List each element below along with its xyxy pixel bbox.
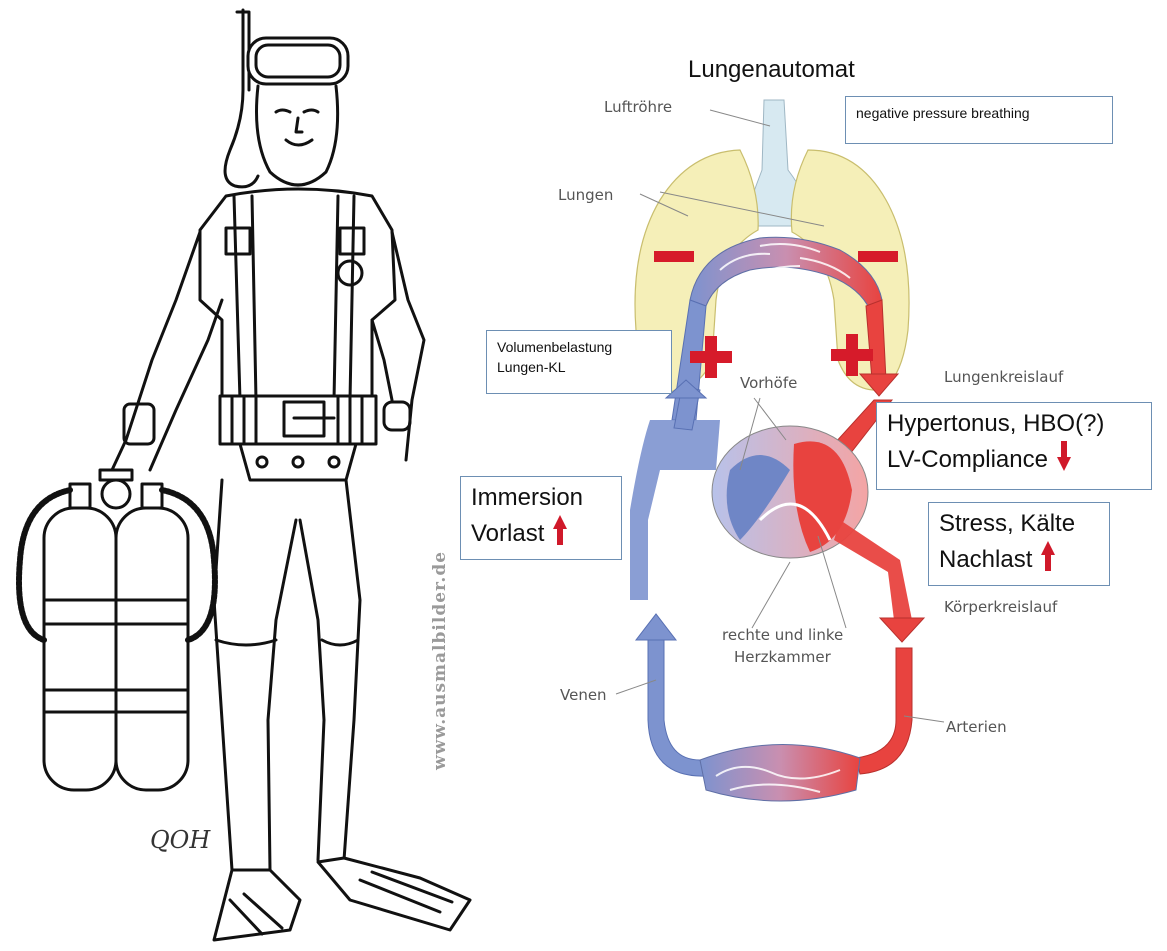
minus-sign-right <box>858 251 898 262</box>
stress-line-2: Nachlast <box>939 546 1032 573</box>
label-venen: Venen <box>560 686 607 704</box>
diagram-title: Lungenautomat <box>688 56 855 84</box>
label-herzkammer-2: Herzkammer <box>734 648 832 666</box>
diver-torso <box>200 189 395 430</box>
stress-line-1: Stress, Kälte <box>939 507 1099 541</box>
box-stress: Stress, Kälte Nachlast <box>928 502 1110 586</box>
label-luftroehre: Luftröhre <box>604 98 672 116</box>
label-koerperkreislauf: Körperkreislauf <box>944 598 1058 616</box>
down-arrow-icon <box>1057 441 1071 471</box>
watermark: www.ausmalbilder.de <box>430 551 450 770</box>
aorta <box>834 520 912 620</box>
hypertonus-line-2: LV-Compliance <box>887 446 1048 473</box>
label-vorhoefe: Vorhöfe <box>740 374 797 392</box>
box-volumenbelastung: Volumenbelastung Lungen-KL <box>486 330 672 394</box>
vena-cava <box>630 420 720 600</box>
label-lungen: Lungen <box>558 186 613 204</box>
diver-head <box>257 86 338 185</box>
immersion-line-1: Immersion <box>471 481 611 515</box>
volumenbelastung-line-1: Volumenbelastung <box>497 337 661 357</box>
hypertonus-line-1: Hypertonus, HBO(?) <box>887 407 1141 441</box>
label-lungenkreislauf: Lungenkreislauf <box>944 368 1064 386</box>
snorkel <box>225 10 258 187</box>
box-immersion: Immersion Vorlast <box>460 476 622 560</box>
volumenbelastung-line-2: Lungen-KL <box>497 357 661 377</box>
minus-sign-left <box>654 251 694 262</box>
label-arterien: Arterien <box>946 718 1007 736</box>
up-arrow-icon <box>553 515 567 545</box>
artist-signature: QOH <box>150 826 210 854</box>
negative-pressure-text: negative pressure breathing <box>856 105 1030 121</box>
immersion-line-2: Vorlast <box>471 520 544 547</box>
scuba-tanks <box>19 470 215 790</box>
box-negative-pressure: negative pressure breathing <box>845 96 1113 144</box>
up-arrow-icon <box>1041 541 1055 571</box>
diver-legs <box>214 480 360 870</box>
box-hypertonus: Hypertonus, HBO(?) LV-Compliance <box>876 402 1152 490</box>
label-herzkammer-1: rechte und linke <box>722 626 843 644</box>
diver-illustration <box>19 10 470 940</box>
systemic-capillaries <box>700 744 860 801</box>
